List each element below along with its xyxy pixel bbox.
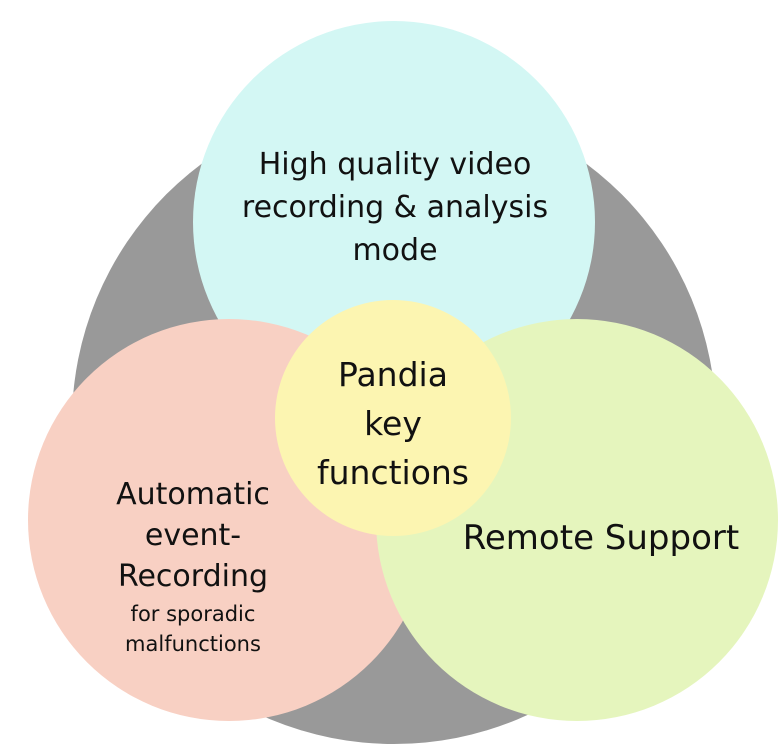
video-recording-label: High quality video recording & analysis … (215, 143, 575, 272)
key-functions-label-line: functions (317, 453, 469, 492)
key-functions-circle (275, 300, 511, 536)
key-functions-label-line: Pandia (338, 355, 448, 394)
video-recording-label-line: mode (352, 233, 438, 268)
event-recording-sublabel-line: malfunctions (125, 632, 261, 656)
video-recording-label-line: recording & analysis (241, 190, 549, 225)
event-recording-sublabel-line: for sporadic (130, 602, 256, 626)
key-functions-label: Pandia key functions (285, 350, 501, 497)
event-recording-label-line: event- (144, 518, 242, 553)
event-recording-label-line: Recording (117, 559, 269, 594)
remote-support-label: Remote Support (432, 516, 770, 560)
event-recording-sublabel: for sporadic malfunctions (75, 599, 311, 659)
video-recording-label-line: High quality video (258, 147, 532, 182)
key-functions-label-line: key (364, 404, 422, 443)
event-recording-label-line: Automatic (116, 477, 270, 512)
event-recording-label: Automatic event- Recording (75, 474, 311, 597)
remote-support-label-line: Remote Support (462, 518, 740, 558)
